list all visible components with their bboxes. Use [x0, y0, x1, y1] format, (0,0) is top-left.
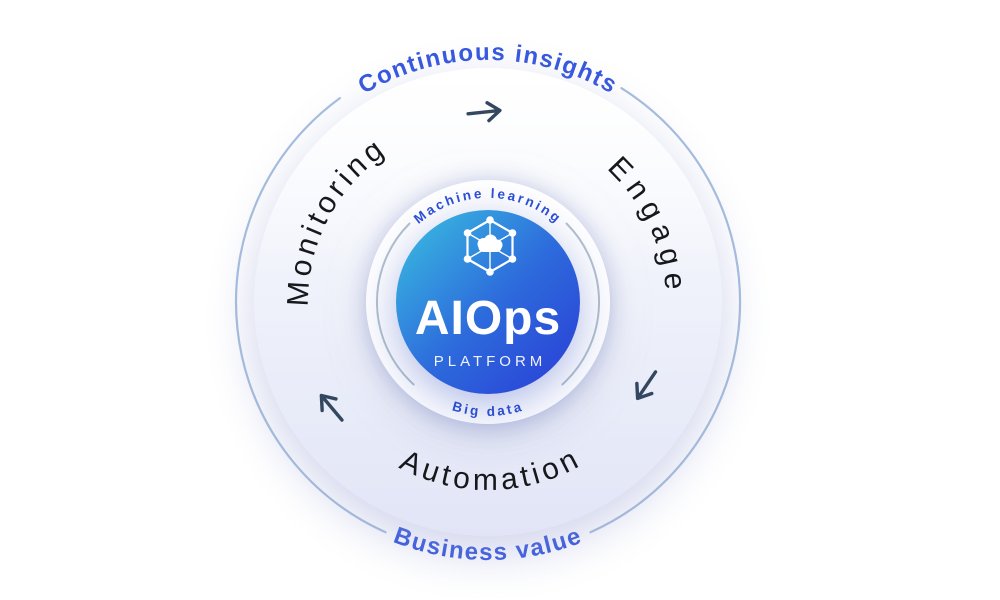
outer-arc-left [234, 97, 387, 534]
inner-arc-right [561, 222, 601, 386]
flow-arrow-right-icon [466, 101, 502, 123]
hexagon-network-icon [463, 216, 517, 276]
inner-arc-left [375, 222, 415, 386]
inner-bottom-arc-label: Big data [451, 399, 526, 420]
outer-arc-right [589, 87, 742, 534]
core-subtitle: PLATFORM [434, 353, 547, 370]
core-circle [396, 210, 580, 394]
core-title: AIOps [415, 292, 561, 345]
